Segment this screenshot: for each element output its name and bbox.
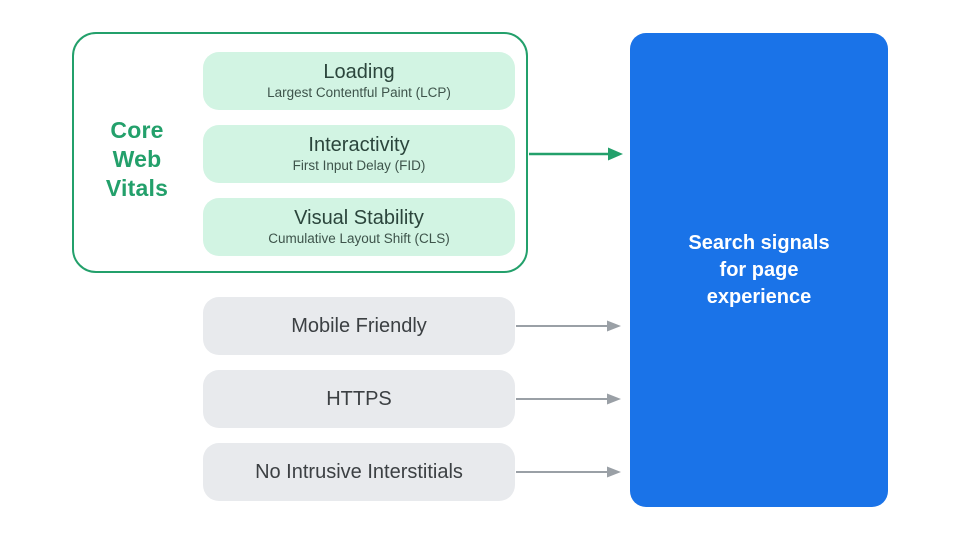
no-intrusive-interstitials-box: No Intrusive Interstitials	[203, 443, 515, 501]
loading-box: Loading Largest Contentful Paint (LCP)	[203, 52, 515, 110]
https-box: HTTPS	[203, 370, 515, 428]
mobile-friendly-box: Mobile Friendly	[203, 297, 515, 355]
search-signals-label-line: Search signals	[688, 231, 830, 254]
interactivity-subtitle: First Input Delay (FID)	[292, 158, 426, 173]
visual-stability-box: Visual Stability Cumulative Layout Shift…	[203, 198, 515, 256]
gray-arrow-icon	[516, 393, 621, 405]
no-intrusive-interstitials-label: No Intrusive Interstitials	[255, 460, 463, 483]
gray-arrow-icon	[516, 466, 621, 478]
search-signals-label-line: for page	[719, 258, 799, 281]
search-signals-panel: Search signals for page experience	[630, 33, 888, 507]
visual-stability-title: Visual Stability	[294, 207, 424, 229]
green-arrow-icon	[529, 147, 623, 161]
interactivity-box: Interactivity First Input Delay (FID)	[203, 125, 515, 183]
search-signals-label: Search signals for page experience	[688, 230, 829, 311]
interactivity-title: Interactivity	[308, 134, 410, 156]
search-signals-label-line: experience	[706, 285, 812, 308]
core-web-vitals-label-line: Vitals	[105, 175, 169, 201]
loading-subtitle: Largest Contentful Paint (LCP)	[267, 85, 451, 100]
loading-title: Loading	[323, 61, 395, 83]
core-web-vitals-label: Core Web Vitals	[80, 116, 194, 203]
core-web-vitals-label-line: Core	[110, 117, 164, 143]
visual-stability-subtitle: Cumulative Layout Shift (CLS)	[268, 231, 450, 246]
mobile-friendly-label: Mobile Friendly	[291, 314, 427, 337]
https-label: HTTPS	[326, 387, 392, 410]
core-web-vitals-label-line: Web	[112, 146, 162, 172]
gray-arrow-icon	[516, 320, 621, 332]
